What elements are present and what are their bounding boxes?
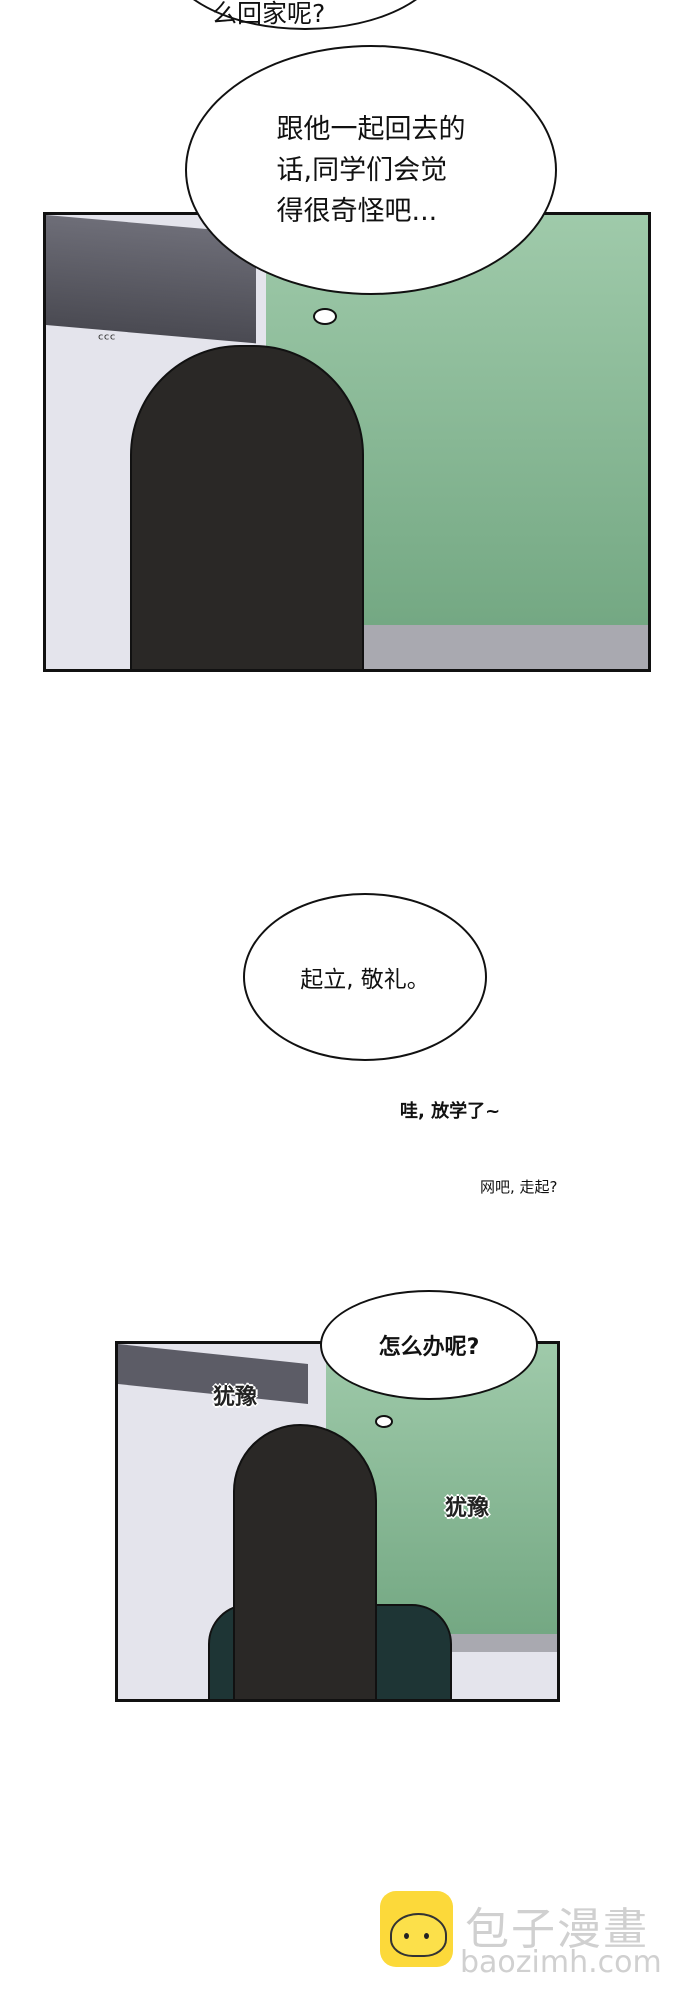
bubble-fragment: 么回家呢? [212, 0, 326, 28]
sweat-marks: ᶜᶜᶜ [98, 330, 116, 349]
character-hair [233, 1424, 377, 1699]
character-hair [130, 345, 364, 669]
thought-bubble-1: 跟他一起回去的 话,同学们会觉 得很奇怪吧... [185, 45, 557, 295]
caption-school-out: 哇, 放学了~ [400, 1101, 501, 1122]
thought-bubble-2: 怎么办呢? [320, 1290, 538, 1400]
bubble-line: 话,同学们会觉 [276, 154, 448, 186]
bubble-line: 得很奇怪吧... [276, 195, 438, 227]
sfx-hesitate-2: 犹豫 [445, 1496, 490, 1521]
speech-bubble-stand-bow: 起立, 敬礼。 [243, 893, 487, 1061]
thought-dot [375, 1415, 393, 1428]
thought-dot [313, 308, 337, 325]
panel-2: 犹豫 犹豫 [115, 1341, 560, 1702]
sfx-hesitate-1: 犹豫 [213, 1385, 258, 1410]
watermark-title: 包子漫畫 [465, 1904, 649, 1955]
caption-internet-cafe: 网吧, 走起? [480, 1178, 558, 1196]
bubble-text: 起立, 敬礼。 [300, 967, 430, 993]
watermark-url: baozimh.com [460, 1945, 662, 1980]
bubble-text: 怎么办呢? [378, 1335, 480, 1360]
baozimh-logo-icon [380, 1891, 453, 1967]
bubble-line: 跟他一起回去的 [276, 113, 466, 145]
